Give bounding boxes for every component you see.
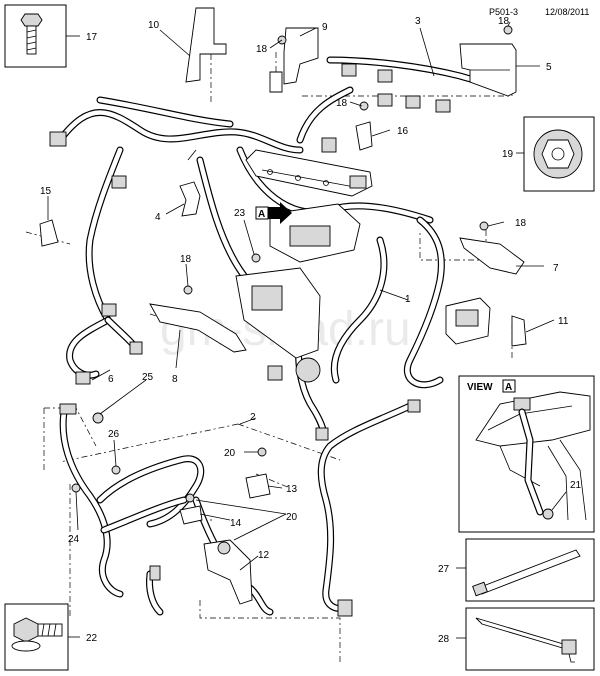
diagram-code: P501-3 [489, 7, 518, 17]
detail-box-clip-28 [456, 607, 595, 671]
connector-icon [405, 95, 421, 109]
screw-18-icon [359, 101, 369, 111]
screw-20-icon [185, 493, 195, 503]
callout-16: 16 [397, 126, 409, 137]
callout-5: 5 [546, 62, 552, 73]
callout-13: 13 [286, 484, 298, 495]
screw-23-icon [251, 253, 261, 263]
connector-icon [341, 63, 357, 77]
connector-icon [435, 99, 451, 113]
clip-15 [39, 219, 59, 247]
connector-icon [75, 371, 91, 385]
nut-26-icon [111, 465, 121, 475]
view-arrow-icon [268, 202, 292, 224]
callout-22: 22 [86, 633, 98, 644]
callout-18-e: 18 [515, 218, 527, 229]
callout-24: 24 [68, 534, 80, 545]
callout-18-a: 18 [256, 44, 268, 55]
terminal-icon [407, 399, 421, 413]
central-junction-block [235, 203, 361, 383]
callout-18-d: 18 [180, 254, 192, 265]
view-marker-box [502, 379, 516, 393]
view-title: VIEW [467, 382, 493, 393]
bolt-head-icon [20, 13, 43, 27]
callout-17: 17 [86, 32, 98, 43]
connector-icon [377, 69, 393, 83]
callout-10: 10 [148, 20, 160, 31]
clip-14 [179, 505, 203, 525]
bracket-5 [459, 43, 517, 97]
callout-14: 14 [230, 518, 242, 529]
callout-3: 3 [415, 16, 421, 27]
bracket-11 [511, 315, 527, 347]
cable-tie-icon [472, 581, 488, 597]
callout-19: 19 [502, 149, 514, 160]
connector-icon [321, 137, 337, 153]
nut-25-icon [92, 412, 104, 424]
connector-icon [315, 427, 329, 441]
detail-box-bolt-17 [4, 4, 80, 68]
callout-23: 23 [234, 208, 246, 219]
nut-24-icon [71, 483, 81, 493]
bracket-4 [179, 181, 201, 217]
callout-11: 11 [558, 316, 569, 327]
bracket-12 [203, 539, 253, 605]
screw-20-icon [257, 447, 267, 457]
callout-25: 25 [142, 372, 154, 383]
clip-icon [561, 639, 577, 655]
callout-26: 26 [108, 429, 120, 440]
connector-icon [111, 175, 127, 189]
view-a-marker: A [255, 202, 292, 224]
detail-box-cable-tie-27 [456, 538, 595, 602]
flange-bolt-icon [541, 139, 575, 169]
callout-1: 1 [405, 294, 411, 305]
cable-terminals [59, 399, 421, 617]
diagram-date: 12/08/2011 [545, 7, 589, 17]
brackets-9-10 [185, 7, 319, 93]
callout-4: 4 [155, 212, 161, 223]
callout-15: 15 [40, 186, 52, 197]
connector-icon [49, 131, 67, 147]
bracket-8 [149, 303, 247, 353]
callout-12: 12 [258, 550, 270, 561]
callout-28: 28 [438, 634, 450, 645]
bracket-7 [459, 237, 525, 275]
fasteners [71, 25, 513, 503]
screw-18-icon [183, 285, 193, 295]
leader-lines [47, 21, 555, 571]
connector-icon [377, 93, 393, 107]
detail-box-washer-bolt-22 [4, 603, 80, 671]
connector-icon [101, 303, 117, 317]
callout-7: 7 [553, 263, 559, 274]
callout-18-c: 18 [336, 98, 348, 109]
terminal-icon [59, 403, 77, 415]
callout-18-b: 18 [498, 16, 510, 27]
injector-rail [245, 149, 373, 197]
view-marker-letter: A [505, 382, 512, 393]
bracket-16 [355, 121, 373, 151]
connector-icon [129, 341, 143, 355]
terminal-icon [337, 599, 353, 617]
screw-18-icon [503, 25, 513, 35]
relay-module [445, 297, 491, 345]
callout-2: 2 [250, 412, 256, 423]
top-connectors [49, 63, 451, 441]
svg-text:A: A [258, 209, 265, 220]
view-a-detail-box: VIEW A [458, 375, 595, 533]
callout-21: 21 [570, 480, 582, 491]
connector-icon [267, 365, 283, 381]
callout-8: 8 [172, 374, 178, 385]
callout-20-b: 20 [286, 512, 298, 523]
screw-18-icon [479, 221, 489, 231]
connector-icon [349, 175, 367, 189]
terminal-icon [149, 565, 161, 581]
callout-20-a: 20 [224, 448, 236, 459]
clip-13 [245, 473, 271, 499]
callout-27: 27 [438, 564, 450, 575]
callout-9: 9 [322, 22, 328, 33]
detail-box-flange-bolt-19 [516, 116, 595, 192]
callout-6: 6 [108, 374, 114, 385]
